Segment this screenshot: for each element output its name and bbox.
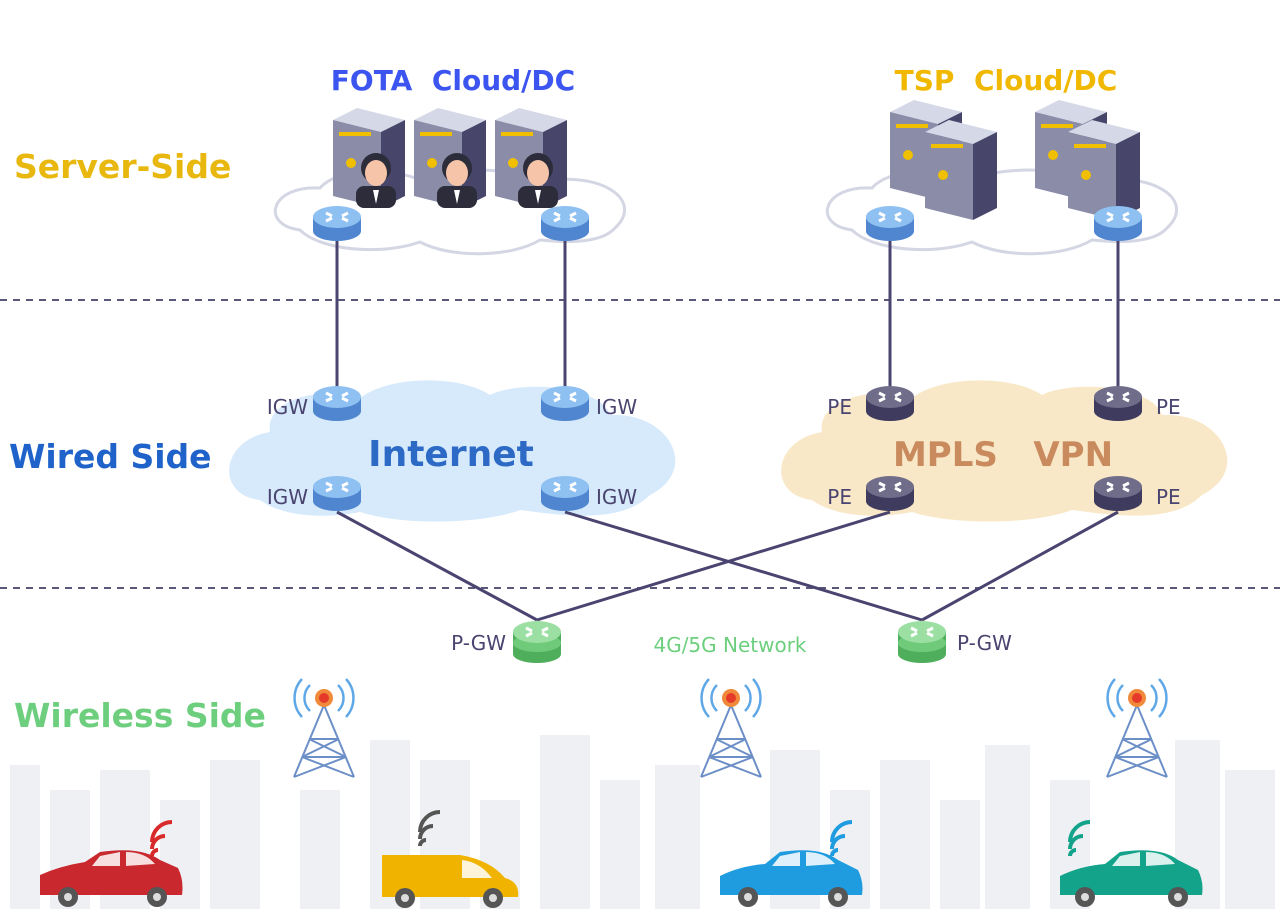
pe-router-icon	[864, 384, 916, 423]
igw-label: IGW	[596, 395, 637, 419]
wireless-side-label: Wireless Side	[14, 696, 266, 735]
network-label: 4G/5G Network	[653, 633, 806, 657]
pe-router-icon	[1092, 474, 1144, 513]
tsp-router-icon	[864, 204, 916, 243]
igw-router-icon	[311, 474, 363, 513]
igw-router-icon	[539, 474, 591, 513]
server-side-label: Server-Side	[14, 147, 231, 186]
pe-label: PE	[1156, 485, 1181, 509]
pe-label: PE	[1156, 395, 1181, 419]
fota-router-icon	[311, 204, 363, 243]
links	[335, 235, 1120, 622]
link	[564, 510, 923, 622]
pgw-router-icon	[511, 619, 563, 665]
teal-car-icon	[1060, 820, 1203, 907]
pgw-router-icon	[896, 619, 948, 665]
link	[921, 510, 1119, 622]
link	[536, 510, 891, 622]
tsp-router-icon	[1092, 204, 1144, 243]
mpls-vpn-label: MPLS VPN	[893, 435, 1113, 475]
fota-cloud	[273, 108, 627, 256]
wired-side-label: Wired Side	[9, 437, 212, 476]
cell-tower-icon	[292, 677, 356, 779]
tsp-cloud	[825, 100, 1179, 256]
tsp-cloud-title: TSP Cloud/DC	[895, 64, 1118, 97]
cell-tower-icon	[1105, 677, 1169, 779]
igw-router-icon	[311, 384, 363, 423]
internet-label: Internet	[368, 434, 534, 475]
link	[336, 510, 538, 622]
pe-label: PE	[827, 485, 852, 509]
pgw-label: P-GW	[957, 631, 1012, 655]
pgw-label: P-GW	[451, 631, 506, 655]
igw-router-icon	[539, 384, 591, 423]
igw-label: IGW	[267, 485, 308, 509]
igw-label: IGW	[596, 485, 637, 509]
pe-router-icon	[1092, 384, 1144, 423]
cell-tower-icon	[699, 677, 763, 779]
red-car-icon	[40, 820, 183, 907]
igw-label: IGW	[267, 395, 308, 419]
pe-label: PE	[827, 395, 852, 419]
blue-car-icon	[720, 820, 863, 907]
fota-router-icon	[539, 204, 591, 243]
fota-cloud-title: FOTA Cloud/DC	[331, 64, 575, 97]
pe-router-icon	[864, 474, 916, 513]
yellow-van-icon	[382, 810, 519, 908]
